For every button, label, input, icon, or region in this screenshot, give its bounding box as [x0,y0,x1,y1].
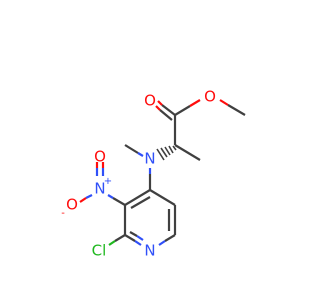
amine-group [124,144,152,190]
n-o-single-bond-n [85,194,93,199]
carbonyl-double-bond-a-o [157,100,163,106]
ring-bond-c6-n1 [164,234,176,242]
nitro-oxygen-top-label: O [94,148,106,166]
n-methyl-bond [124,144,139,154]
nitro-group [79,162,126,206]
amine-nitrogen-label: N [144,150,155,168]
chloro-group [108,234,126,246]
c-no2-bond [112,197,126,206]
ring-bond-c3-c4-inner [130,196,151,209]
ring-bond-c6-n1-n [158,240,166,246]
carbonyl-oxygen-label: O [144,92,156,110]
nitro-nitrogen-label: N [94,180,105,198]
carbonyl-double-bond-b [159,109,173,121]
c-cl-bond-cl [108,240,116,246]
nitro-oxygen-left-label: O [66,196,78,214]
c-no2-bond-n [107,194,114,199]
methoxy-c-bond [227,104,246,116]
ring-bond-n1-c2-n [134,240,142,246]
ring-bond-n1-c2-inner-n [136,235,144,241]
ring-bond-c3-c4 [124,189,151,206]
pyridine-ring [123,189,177,246]
nitro-oxygen-charge: - [61,208,65,219]
nitro-nitrogen-charge: + [104,176,112,187]
ester-c-o-bond [174,105,191,116]
ring-bond-n1-c2 [124,234,136,242]
ester-c-o-bond-o [189,99,201,107]
carbonyl-double-bond-a [161,104,176,116]
chiral-centre [156,115,201,161]
alpha-methyl-bond [174,144,201,161]
methoxy-o-bond [219,99,229,106]
ring-bond-c4-c5 [149,189,176,206]
pyridine-nitrogen-label: N [144,242,155,260]
chlorine-label: Cl [92,242,107,260]
ring-bond-n1-c2-inner [129,231,138,237]
ester-group [155,99,246,121]
n-o-single-bond-o [79,197,87,203]
hashed-wedge-bond [156,145,177,161]
molecule-structure: O O N N + O O - N Cl [61,88,246,260]
c-cl-bond [114,234,126,242]
n-methyl-bond-n [137,152,144,157]
ester-oxygen-label: O [204,88,216,106]
carbonyl-double-bond-b-o [155,105,161,111]
